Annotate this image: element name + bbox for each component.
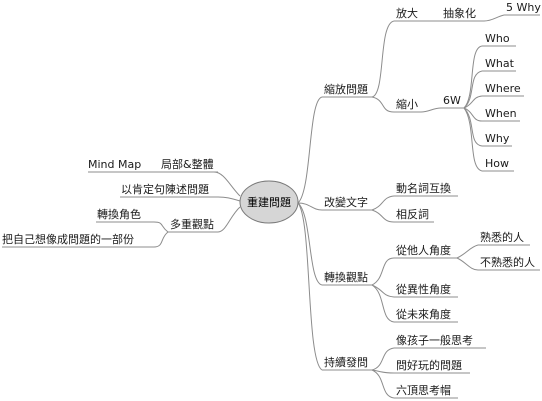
topic-antonym[interactable]: 相反詞 [396,208,429,221]
topic-who[interactable]: Who [485,32,510,45]
topic-rewrite[interactable]: 改變文字 [324,195,368,209]
topic-shrink[interactable]: 縮小 [396,97,418,111]
central-topic-bubble[interactable] [239,180,299,224]
topic-six-hats[interactable]: 六頂思考帽 [396,384,451,397]
topic-imagine-part-of-problem[interactable]: 把自己想像成問題的一部份 [2,232,134,246]
topic-part-whole[interactable]: 局部&整體 [161,157,214,171]
topic-positive-statement[interactable]: 以肯定句陳述問題 [121,182,209,196]
connectors [140,14,505,399]
topic-enlarge[interactable]: 放大 [396,6,418,20]
topic-future-view[interactable]: 從未來角度 [396,307,451,321]
topic-others-view[interactable]: 從他人角度 [396,243,451,257]
topic-why[interactable]: Why [485,132,510,145]
topic-think-like-child[interactable]: 像孩子一般思考 [396,334,473,347]
topic-unfamiliar-people[interactable]: 不熟悉的人 [480,255,535,269]
topic-six-w[interactable]: 6W [443,94,461,107]
topic-multi-view[interactable]: 多重觀點 [170,217,214,231]
topic-zoom[interactable]: 縮放問題 [324,82,368,96]
topic-where[interactable]: Where [485,82,521,95]
topic-keep-asking[interactable]: 持續發問 [324,355,368,369]
topic-mind-map[interactable]: Mind Map [88,158,141,171]
topic-what[interactable]: What [485,57,515,70]
topic-fun-questions[interactable]: 問好玩的問題 [396,358,462,372]
central-topic[interactable]: 重建問題 [247,195,291,209]
underlines [2,14,540,399]
topic-five-why[interactable]: 5 Why [506,1,541,14]
topic-how[interactable]: How [485,157,509,170]
topic-abstract[interactable]: 抽象化 [443,6,476,20]
topic-familiar-people[interactable]: 熟悉的人 [480,230,524,244]
topic-switch-role[interactable]: 轉換角色 [97,207,141,221]
topic-when[interactable]: When [485,107,517,120]
topic-opposite-sex-view[interactable]: 從異性角度 [396,282,451,296]
topic-perspective[interactable]: 轉換觀點 [324,271,368,284]
topic-verb-noun-swap[interactable]: 動名詞互換 [396,181,451,195]
